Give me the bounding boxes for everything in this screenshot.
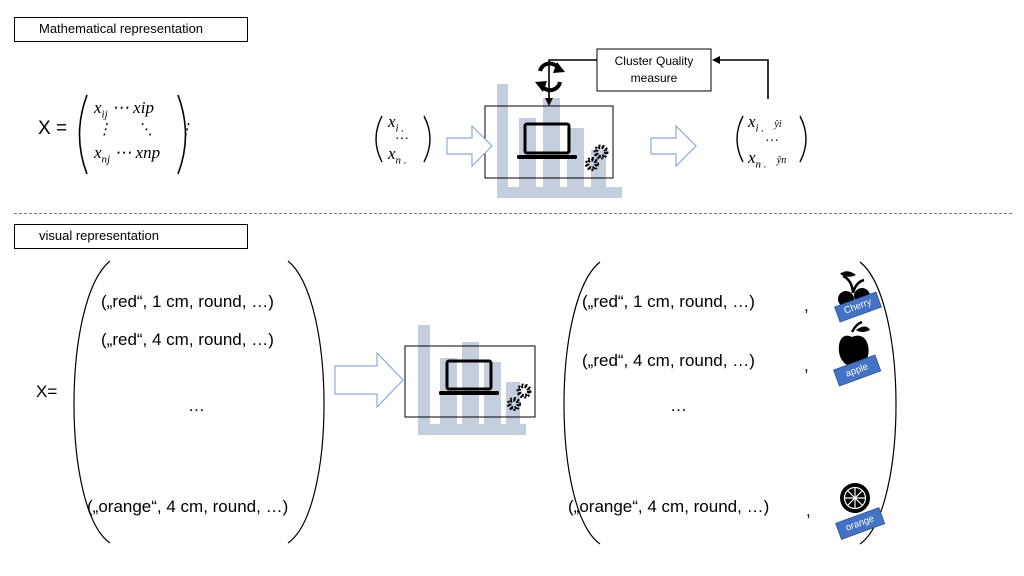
right-tuple-ellipsis: … xyxy=(670,396,687,415)
matrix-right-paren xyxy=(177,94,187,175)
left-tuple-ellipsis: … xyxy=(188,396,205,415)
matrix-left-paren xyxy=(78,94,88,175)
visual-lhs: X= xyxy=(36,382,58,401)
matrix-row3: xnj ⋯ xnp xyxy=(94,143,161,166)
math-section-label: Mathematical representation xyxy=(14,17,248,42)
section-divider xyxy=(14,213,1012,214)
visual-left-matrix-left-paren xyxy=(73,260,111,544)
visual-section-label: visual representation xyxy=(14,224,248,249)
feedback-line-left xyxy=(548,59,597,100)
visual-chart-icon xyxy=(418,325,526,435)
gears-icon xyxy=(585,144,609,171)
left-tuple-row-2: („red“, 4 cm, round, …) xyxy=(101,330,274,349)
right-tuple-row-2: („red“, 4 cm, round, …) xyxy=(582,351,755,370)
cherry-tag xyxy=(834,291,882,323)
input-vector-right-paren xyxy=(423,115,431,163)
output-vector-left-paren xyxy=(736,115,744,163)
input-arrow xyxy=(446,124,493,168)
comma-2: , xyxy=(804,356,809,375)
output-vector-right-paren xyxy=(799,115,807,163)
input-vector-left-paren xyxy=(375,115,383,163)
orange-tag xyxy=(835,507,886,540)
orange-icon xyxy=(840,483,870,513)
input-vector-x1: xi . xyxy=(388,112,405,135)
feedback-arrowhead-right xyxy=(712,56,720,64)
apple-icon xyxy=(838,320,870,366)
output-vector-x1: xi . ŷi xyxy=(748,112,782,135)
right-tuple-row-4: („orange“, 4 cm, round, …) xyxy=(568,497,770,516)
visual-model-box xyxy=(404,345,536,418)
cluster-quality-text: Cluster Quality measure xyxy=(614,54,694,85)
left-tuple-row-1: („red“, 1 cm, round, …) xyxy=(101,292,274,311)
laptop-icon xyxy=(517,122,577,159)
comma-3: , xyxy=(806,501,811,520)
input-vector-ellipsis: … xyxy=(396,128,409,143)
comma-1: , xyxy=(804,296,809,315)
left-tuple-row-4: („orange“, 4 cm, round, …) xyxy=(87,497,289,516)
input-vector-xn: xn . xyxy=(388,144,407,167)
feedback-arrowhead-down xyxy=(545,98,553,106)
output-vector-xn: xn . ŷn xyxy=(748,148,787,171)
visual-input-arrow xyxy=(334,351,404,409)
matrix-row1: xij ⋯ xip xyxy=(94,98,154,121)
matrix-row2: ⋮ ⋱ ⋮ xyxy=(97,122,194,138)
cluster-quality-box xyxy=(596,48,712,92)
output-vector-ellipsis: … xyxy=(766,130,779,145)
output-arrow xyxy=(650,124,697,168)
visual-right-matrix-left-paren xyxy=(563,261,601,545)
apple-tag xyxy=(833,354,882,387)
right-tuple-row-1: („red“, 1 cm, round, …) xyxy=(582,292,755,311)
matrix-lhs: X = xyxy=(38,118,68,139)
visual-laptop-icon xyxy=(439,359,499,395)
visual-gears-icon xyxy=(507,383,532,411)
top-chart-icon xyxy=(497,84,622,198)
visual-left-matrix-right-paren xyxy=(287,260,325,544)
feedback-line-right xyxy=(718,59,769,99)
